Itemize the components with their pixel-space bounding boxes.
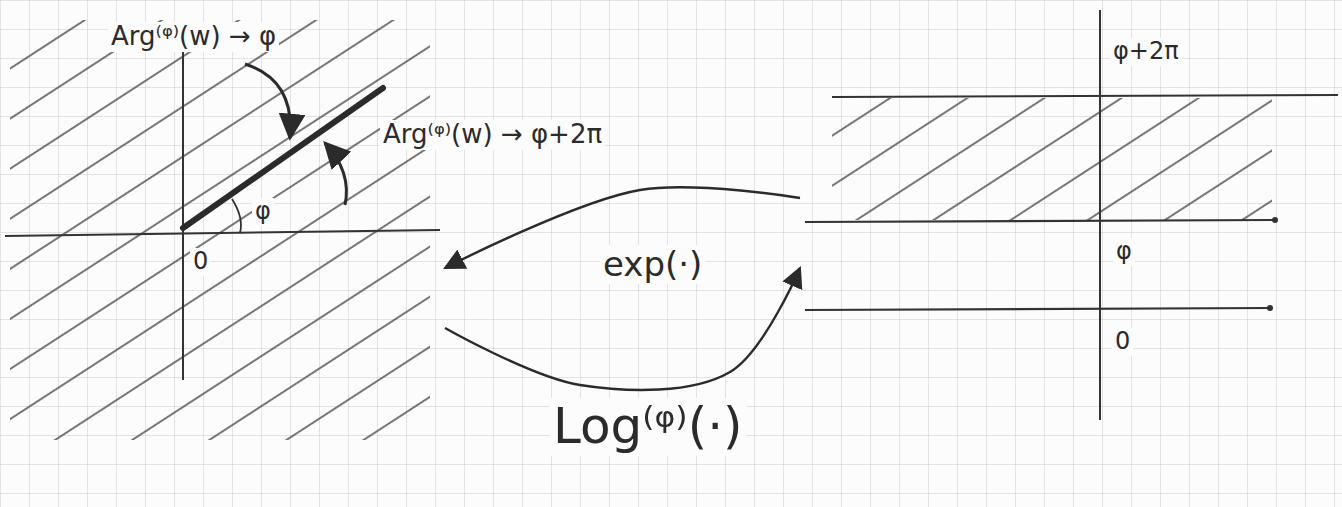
angle-label: φ [252,198,274,226]
map-label: exp(·) [600,245,705,284]
map-label: Log⁽ᵠ⁾(·) [550,398,746,456]
strip-hatching [832,98,1272,220]
angle-arc [232,199,241,233]
strip-region: φ+2π φ 0 [800,10,1340,420]
limit-arrow [245,64,290,138]
map-arrow [445,268,800,390]
imaginary-axis [182,40,184,380]
limit-arrow [325,143,346,205]
level-label: φ [1113,238,1135,266]
line-end-dot [1272,217,1278,223]
annotation: Arg⁽ᵠ⁾(w) → φ+2π [380,120,605,150]
real-axis [805,308,1270,310]
strip-boundary [832,95,1338,97]
level-label: φ+2π [1110,38,1182,66]
imaginary-axis [1099,10,1101,420]
annotation: Arg⁽ᵠ⁾(w) → φ [108,22,279,52]
level-label: 0 [1112,328,1133,356]
plane-hatching [10,20,430,440]
real-axis [5,230,440,236]
origin-label: 0 [190,248,211,276]
line-end-dot [1267,305,1273,311]
branch-cut-ray [183,88,383,228]
strip-boundary [805,220,1275,222]
complex-plane-region: φ0 [5,30,445,400]
